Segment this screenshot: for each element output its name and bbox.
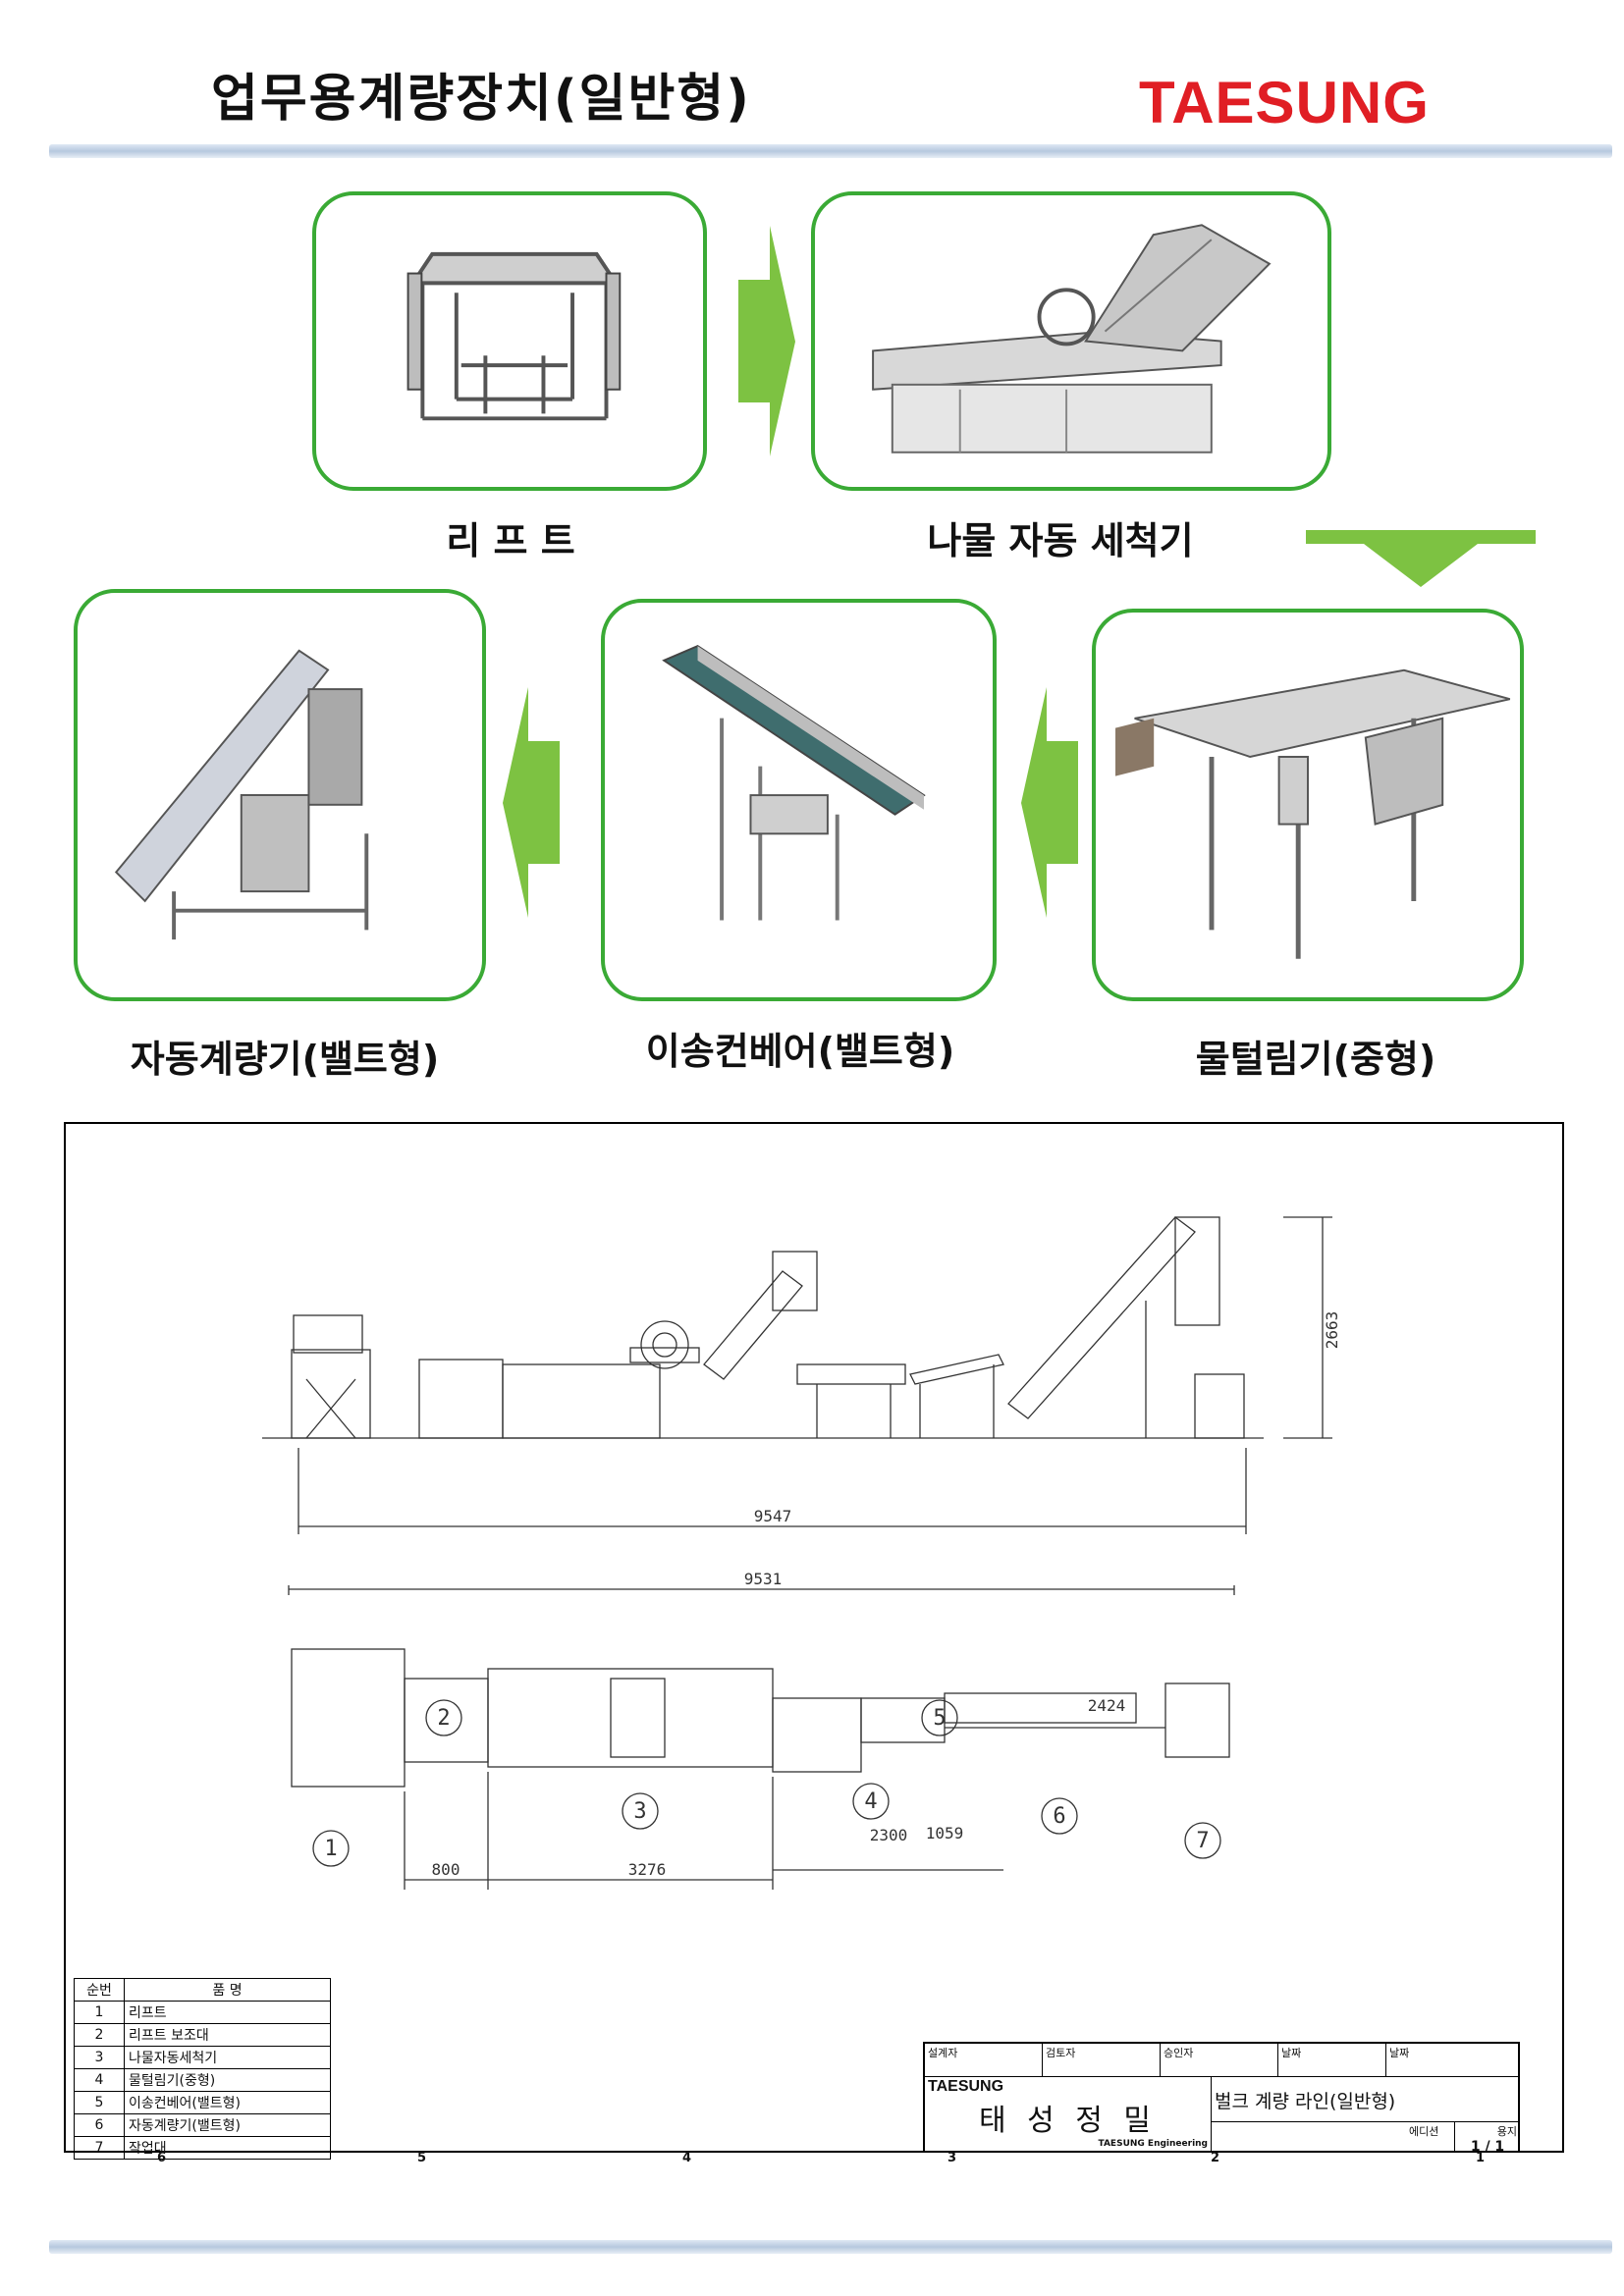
tb-approver: 승인자 bbox=[1161, 2044, 1278, 2077]
tb-sheet-label: 용지 bbox=[1496, 2125, 1517, 2138]
part-name: 물털림기(중형) bbox=[124, 2068, 331, 2092]
part-name: 리프트 보조대 bbox=[124, 2023, 331, 2047]
marker-4: 4 bbox=[864, 1789, 877, 1814]
tb-drawing-name: 벌크 계량 라인(일반형) bbox=[1212, 2077, 1520, 2122]
washer-photo-frame bbox=[811, 191, 1331, 491]
tb-revision-label: 에디션 bbox=[1406, 2122, 1455, 2153]
tb-designer: 설계자 bbox=[925, 2044, 1043, 2077]
lift-illustration bbox=[406, 251, 622, 421]
tb-reviewer: 검토자 bbox=[1043, 2044, 1161, 2077]
dim-plan-length: 9531 bbox=[744, 1570, 783, 1588]
brand-logo: TAESUNG bbox=[1139, 70, 1430, 135]
step-label-washer: 나물 자동 세척기 bbox=[927, 519, 1194, 562]
tb-company-en: TAESUNG Engineering bbox=[1098, 2139, 1208, 2149]
dim-height: 2663 bbox=[1323, 1311, 1341, 1350]
ruler-number: 4 bbox=[682, 2151, 692, 2165]
part-no: 2 bbox=[74, 2023, 125, 2047]
ruler-number: 3 bbox=[947, 2151, 957, 2165]
marker-5: 5 bbox=[933, 1706, 946, 1731]
ruler-number: 1 bbox=[1476, 2151, 1486, 2165]
title-block: 설계자 검토자 승인자 날짜 날짜 TAESUNG 태 성 정 밀 TAESUN… bbox=[923, 2042, 1520, 2155]
part-no: 3 bbox=[74, 2046, 125, 2069]
part-no: 5 bbox=[74, 2091, 125, 2114]
ruler-number: 5 bbox=[417, 2151, 427, 2165]
step-label-weigher: 자동계량기(밸트형) bbox=[130, 1038, 440, 1081]
marker-3: 3 bbox=[633, 1799, 646, 1824]
part-name: 리프트 bbox=[124, 2001, 331, 2024]
dim-2300: 2300 bbox=[870, 1826, 908, 1844]
header-divider bbox=[49, 144, 1612, 158]
dim-3276: 3276 bbox=[628, 1860, 667, 1879]
dewaterer-illustration bbox=[1115, 668, 1511, 959]
arrow-left-icon bbox=[1021, 687, 1078, 918]
part-no: 6 bbox=[74, 2113, 125, 2137]
part-no: 4 bbox=[74, 2068, 125, 2092]
parts-header-no: 순번 bbox=[74, 1978, 125, 2002]
tb-company-box: TAESUNG 태 성 정 밀 TAESUNG Engineering bbox=[925, 2077, 1212, 2153]
tb-date-2: 날짜 bbox=[1386, 2044, 1520, 2077]
weigher-illustration bbox=[114, 649, 369, 940]
part-name: 자동계량기(밸트형) bbox=[124, 2113, 331, 2137]
tb-brand: TAESUNG bbox=[928, 2078, 1004, 2095]
conveyor-illustration bbox=[662, 645, 926, 921]
arrow-left-icon bbox=[503, 687, 560, 918]
marker-1: 1 bbox=[324, 1837, 337, 1861]
page-title: 업무용계량장치(일반형) bbox=[211, 70, 751, 129]
footer-divider bbox=[49, 2240, 1612, 2254]
marker-2: 2 bbox=[437, 1706, 450, 1731]
tb-date-1: 날짜 bbox=[1278, 2044, 1386, 2077]
part-no: 1 bbox=[74, 2001, 125, 2024]
ruler-number: 2 bbox=[1211, 2151, 1220, 2165]
dim-800: 800 bbox=[432, 1860, 460, 1879]
arrow-right-icon bbox=[738, 226, 795, 456]
arrow-down-icon bbox=[1306, 530, 1536, 587]
dim-side-length: 9547 bbox=[754, 1507, 792, 1525]
step-label-dewaterer: 물털림기(중형) bbox=[1195, 1038, 1436, 1081]
tb-sheet-box: 용지 1 / 1 bbox=[1455, 2122, 1520, 2155]
part-name: 작업대 bbox=[124, 2136, 331, 2160]
tb-sheet: 1 / 1 bbox=[1470, 2139, 1505, 2155]
washer-illustration bbox=[872, 224, 1272, 454]
parts-header-name: 품 명 bbox=[124, 1978, 331, 2002]
layout-drawing: 1 2 3 4 5 6 7 2663 9547 9531 800 3276 23… bbox=[262, 1216, 1341, 1890]
lift-photo-frame bbox=[312, 191, 707, 491]
conveyor-photo-frame bbox=[601, 599, 997, 1001]
weigher-photo-frame bbox=[74, 589, 486, 1001]
part-name: 이송컨베어(밸트형) bbox=[124, 2091, 331, 2114]
dewaterer-photo-frame bbox=[1092, 609, 1524, 1001]
part-no: 7 bbox=[74, 2136, 125, 2160]
dim-2424: 2424 bbox=[1088, 1696, 1126, 1715]
step-label-conveyor: 이송컨베어(밸트형) bbox=[645, 1030, 955, 1073]
step-label-lift: 리 프 트 bbox=[446, 519, 575, 562]
marker-7: 7 bbox=[1196, 1829, 1209, 1853]
part-name: 나물자동세척기 bbox=[124, 2046, 331, 2069]
tb-company: 태 성 정 밀 bbox=[978, 2104, 1157, 2138]
dim-1059: 1059 bbox=[926, 1824, 964, 1842]
technical-drawing-frame: 1 2 3 4 5 6 7 2663 9547 9531 800 3276 23… bbox=[64, 1122, 1564, 2153]
ruler-number: 6 bbox=[157, 2151, 167, 2165]
marker-6: 6 bbox=[1053, 1804, 1065, 1829]
